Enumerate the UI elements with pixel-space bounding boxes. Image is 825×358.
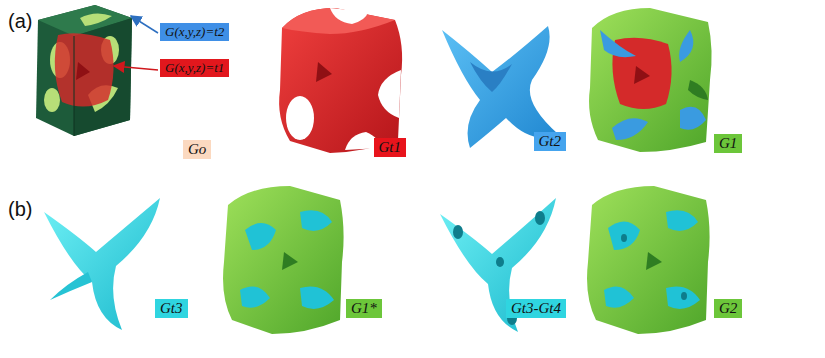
blue-solid [442,26,558,148]
red-solid [279,8,402,153]
label-text: G1 [719,135,737,151]
figure-label: G1 [714,134,742,153]
cyan-solid [44,198,160,330]
figure-label: Go [183,140,211,159]
figure-label: Gt3-Gt4 [506,299,566,318]
figure-label: G1* [346,299,382,318]
panel-label: (b) [8,198,32,221]
label-text: G2 [719,300,737,316]
callout-box: G(x,y,z)=t1 [160,59,229,77]
figure-label: Gt2 [534,132,567,151]
label-text: G(x,y,z)=t2 [165,24,224,39]
sheet-gyroid [589,8,712,152]
label-text: G1* [351,300,377,316]
label-text: Gt1 [379,139,402,155]
double-sheet [587,186,710,334]
callout-box: G(x,y,z)=t2 [160,23,229,41]
green-solid [223,186,344,334]
figure-label: Gt1 [374,138,407,157]
label-text: Go [188,141,206,157]
label-text: Gt3 [160,300,183,316]
figure-label: Gt3 [155,299,188,318]
label-text: Gt2 [539,133,562,149]
label-text: Gt3-Gt4 [511,300,561,316]
panel-label: (a) [8,10,32,33]
label-text: G(x,y,z)=t1 [165,60,224,75]
figure-label: G2 [714,299,742,318]
gyroid-cube [36,5,158,136]
